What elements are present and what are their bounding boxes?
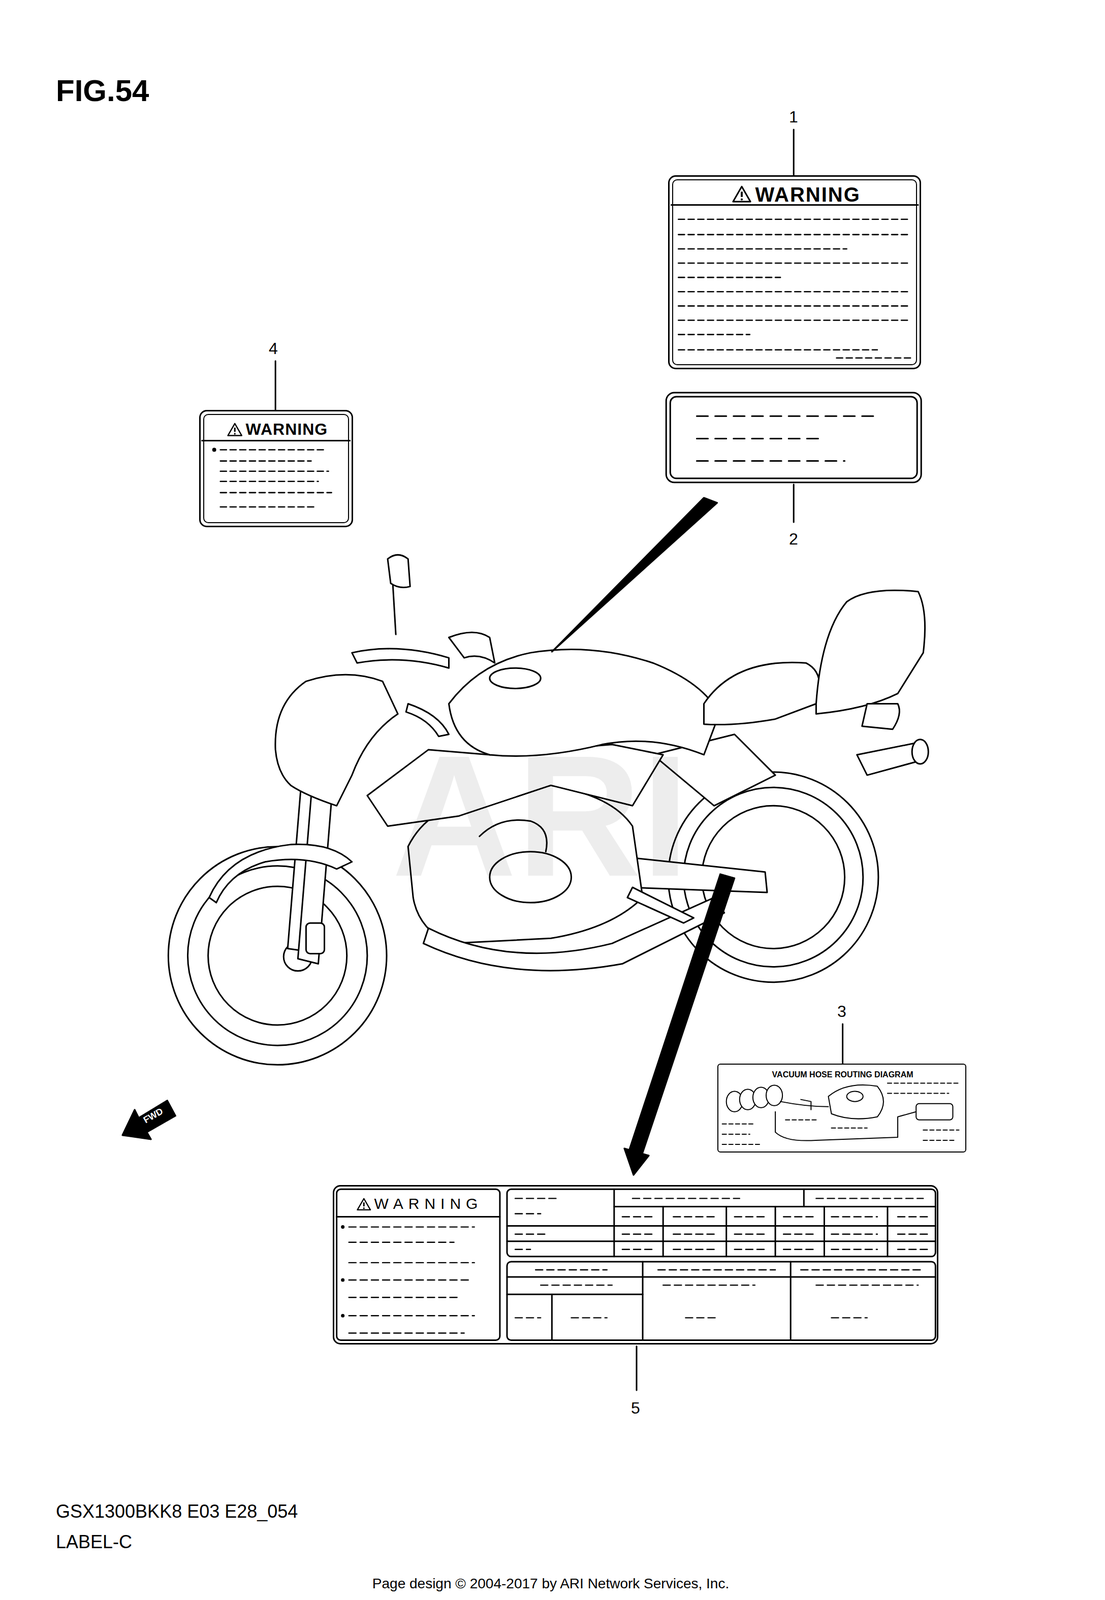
figure-title: FIG.54 (55, 74, 149, 108)
sticker-heading: WARNING (669, 180, 923, 208)
sticker-text-lines (671, 205, 919, 359)
leader-line (551, 497, 717, 652)
leader-line (628, 874, 735, 1156)
sticker-heading: VACUUM HOSE ROUTING DIAGRAM (718, 1066, 968, 1084)
label-sticker: VACUUM HOSE ROUTING DIAGRAM (717, 1063, 967, 1153)
label-sticker: WARNING (668, 175, 922, 370)
label-sticker: WARNING (332, 1185, 939, 1345)
sticker-inner-border (672, 179, 918, 366)
forward-arrow (122, 1100, 176, 1140)
sticker-heading: WARNING (338, 1190, 502, 1218)
warning-triangle (227, 422, 243, 437)
warning-heading: WARNING (755, 184, 861, 205)
warning-heading: WARNING (374, 1196, 484, 1212)
label-sticker: WARNING (199, 409, 354, 528)
warning-triangle (356, 1197, 372, 1212)
leader-arrowhead (624, 1148, 649, 1176)
sticker-heading: WARNING (200, 416, 355, 442)
warning-heading: WARNING (245, 421, 329, 438)
sticker-text-lines (202, 440, 351, 508)
callout-number: 5 (630, 1399, 641, 1418)
sticker-table (336, 1189, 936, 1341)
callout-number: 3 (837, 1002, 847, 1021)
watermark: ARI (391, 720, 690, 911)
vacuum-hose-sketch (722, 1083, 960, 1145)
callout-number: 2 (788, 530, 799, 549)
label-sticker (666, 392, 922, 483)
callout-number: 4 (268, 339, 278, 358)
callout-lines (275, 129, 843, 1391)
model-code: GSX1300BKK8 E03 E28_054 (55, 1501, 298, 1523)
warning-heading: VACUUM HOSE ROUTING DIAGRAM (772, 1070, 914, 1080)
copyright-note: Page design © 2004-2017 by ARI Network S… (372, 1576, 730, 1593)
callout-number: 1 (788, 108, 799, 126)
section-name: LABEL-C (55, 1532, 133, 1553)
warning-triangle (732, 185, 752, 203)
direction-label: FWD (141, 1106, 165, 1126)
motorcycle-outline (168, 554, 929, 1065)
